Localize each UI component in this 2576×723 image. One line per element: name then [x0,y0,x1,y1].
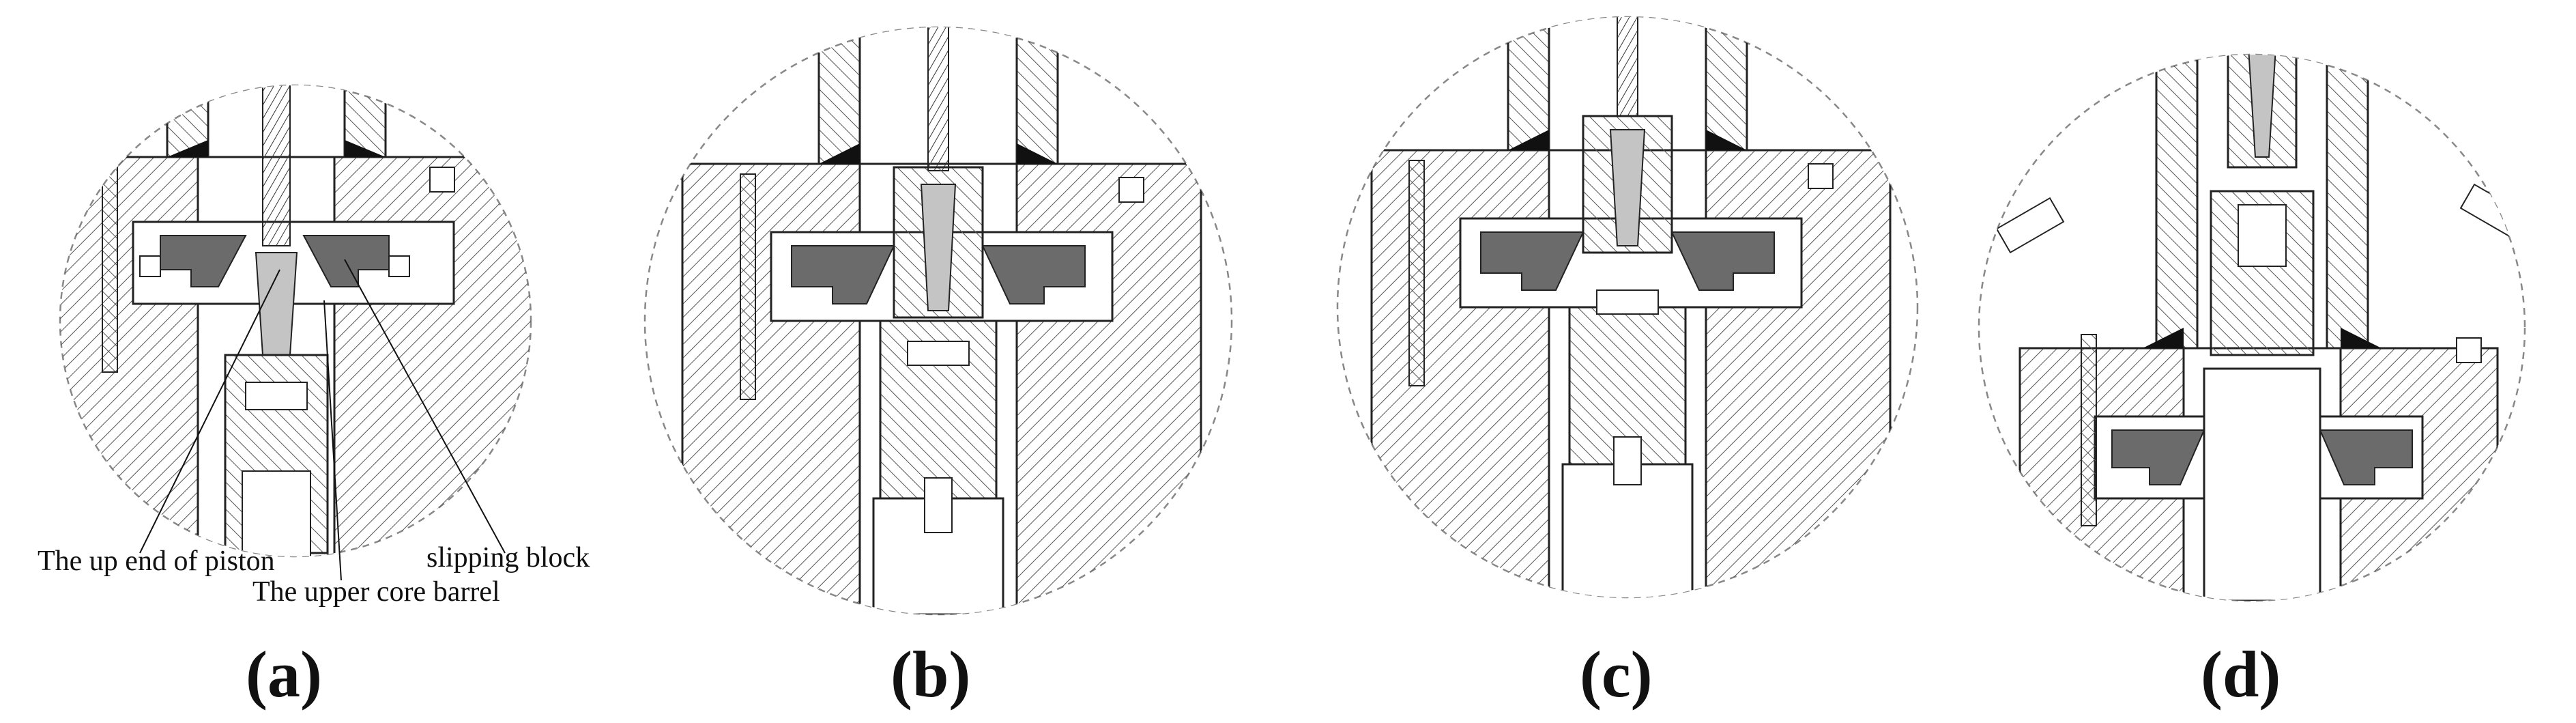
nut [1808,163,1834,189]
subfigure-label-a: (a) [246,638,322,711]
weld-mark [1706,130,1747,150]
upper-tube-left [2155,55,2199,350]
upper-tube-left [1507,17,1550,152]
detail-circle [1978,53,2526,602]
wire-rope [2252,0,2272,41]
side-bolt [1408,160,1425,386]
panel-c: (c) [1336,16,1919,711]
subfigure-label-d: (d) [2201,638,2281,711]
subfigure-label-b: (b) [891,638,970,711]
leader-slipping-block [344,259,506,554]
upper-tube-right [343,85,387,158]
nut [1118,177,1144,203]
sensor-left [1995,197,2065,254]
weld-mark [345,140,386,157]
upper-tube-right [2326,55,2369,350]
panel-b: (b) [643,26,1233,711]
side-bolt [740,173,756,400]
panel-d: (d) [1978,0,2526,711]
sensor-right [2459,183,2525,240]
nut [429,167,455,193]
subfigure-label-c: (c) [1580,638,1653,711]
center-bolt [924,477,953,533]
slipping-block-left [2111,429,2205,485]
lower-barrel [2203,367,2321,601]
upper-tube-left [817,27,861,165]
slipping-block-left [1480,231,1584,291]
weld-mark [167,140,208,157]
weld-mark [2143,328,2184,348]
nut [2456,337,2482,363]
side-bolt [2081,334,2097,526]
weld-mark [2341,328,2382,348]
weld-mark [819,143,860,164]
leader-core-barrel [323,300,342,581]
upper-tube-right [1015,27,1059,165]
center-bolt [1613,436,1642,485]
weld-mark [1508,130,1549,150]
upper-tube-left [166,85,209,158]
leader-piston [139,269,280,554]
slipping-block-right [1670,231,1775,291]
label-upper-core-barrel: The upper core barrel [252,576,500,608]
lower-barrel [1561,463,1694,597]
slipping-block-left [791,245,895,304]
wire-rope [1617,17,1638,117]
piston-cone [1609,129,1646,246]
label-piston-up-end: The up end of piston [38,545,275,577]
side-bolt [102,167,118,373]
weld-mark [1017,143,1058,164]
slipping-block-right [2319,429,2413,485]
slipping-block-right [981,245,1086,304]
piston-cone [2247,55,2277,158]
panel-a: The up end of piston The upper core barr… [38,84,590,711]
wire-rope [927,27,949,171]
wire-rope [262,85,291,246]
label-slipping-block: slipping block [426,542,590,573]
upper-tube-right [1705,17,1748,152]
piston-up-end [255,252,298,356]
piston-cone [920,184,957,311]
